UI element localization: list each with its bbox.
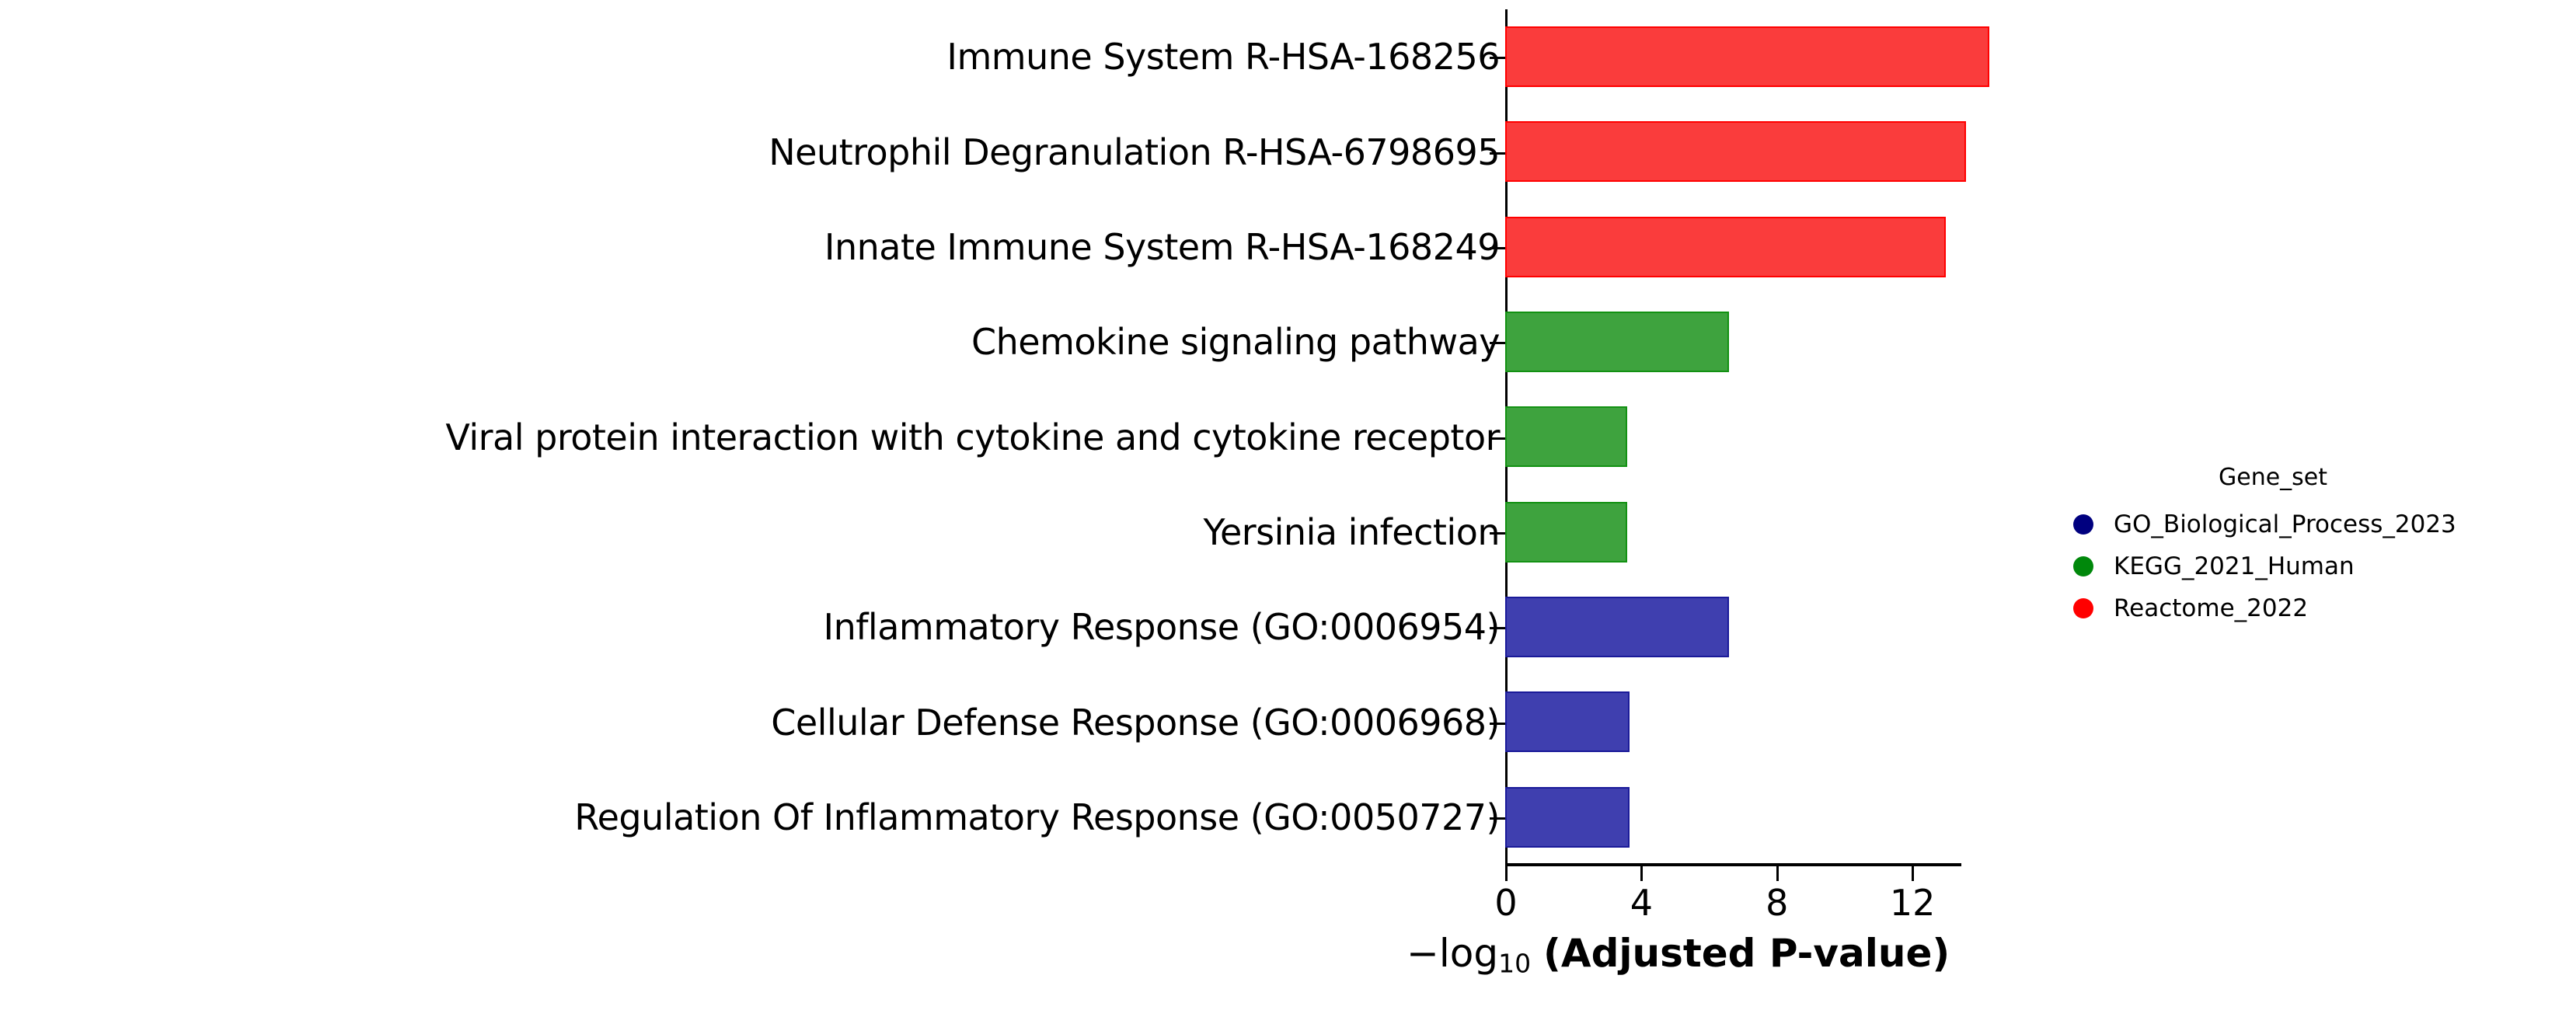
bar-row [0,485,2576,580]
x-axis-title-subscript: 10 [1498,948,1532,979]
legend-item[interactable]: GO_Biological_Process_2023 [2067,503,2564,545]
bar [1505,501,1627,563]
x-axis-title: −log10 (Adjusted P-value) [1407,934,1950,976]
y-tick-label: Innate Immune System R-HSA-168249 [824,225,1501,268]
legend-item[interactable]: KEGG_2021_Human [2067,545,2564,587]
y-tick-mark [1490,531,1505,535]
x-axis-title-prefix: −log [1407,931,1499,976]
y-tick-label: Chemokine signaling pathway [971,321,1500,364]
x-tick-mark [1776,866,1779,881]
legend-swatch-icon [2073,598,2093,618]
legend-item-label: Reactome_2022 [2114,594,2309,622]
x-tick-mark [1912,866,1915,881]
x-tick-label: 0 [1494,882,1518,924]
legend-title: Gene_set [2218,464,2328,491]
y-tick-mark [1490,152,1505,155]
x-tick-mark [1505,866,1508,881]
bar-row [0,294,2576,389]
y-tick-label: Inflammatory Response (GO:0006954) [823,606,1501,649]
bar-row [0,674,2576,769]
y-tick-mark [1490,342,1505,345]
x-axis-spine [1505,863,1961,866]
bar [1505,786,1630,848]
y-tick-label: Neutrophil Degranulation R-HSA-6798695 [769,131,1500,173]
bar [1505,312,1729,373]
legend-item-label: GO_Biological_Process_2023 [2114,510,2456,538]
bar [1505,597,1729,658]
bar-row [0,200,2576,294]
y-tick-label: Yersinia infection [1203,510,1500,553]
bar [1505,406,1627,468]
bar-row [0,9,2576,104]
bar-row [0,389,2576,484]
y-tick-mark [1490,437,1505,440]
bar-row [0,104,2576,199]
y-tick-label: Cellular Defense Response (GO:0006968) [771,701,1500,744]
bar [1505,121,1966,183]
y-tick-mark [1490,57,1505,60]
legend-swatch-icon [2073,556,2093,576]
x-tick-label: 12 [1889,882,1936,924]
legend-item-label: KEGG_2021_Human [2114,552,2355,580]
legend-swatch-icon [2073,514,2093,535]
y-tick-mark [1490,627,1505,630]
y-tick-mark [1490,722,1505,725]
x-tick-mark [1640,866,1644,881]
x-axis-title-bold: (Adjusted P-value) [1543,931,1950,976]
y-tick-mark [1490,817,1505,820]
bar-row [0,580,2576,674]
bar [1505,216,1946,277]
bar [1505,26,1990,88]
y-tick-label: Viral protein interaction with cytokine … [445,416,1500,458]
x-tick-label: 4 [1630,882,1654,924]
bar [1505,691,1630,753]
y-tick-mark [1490,246,1505,249]
legend-item[interactable]: Reactome_2022 [2067,587,2564,629]
x-tick-label: 8 [1766,882,1789,924]
y-tick-label: Immune System R-HSA-168256 [946,36,1500,78]
bar-row [0,770,2576,865]
y-tick-label: Regulation Of Inflammatory Response (GO:… [574,796,1500,838]
